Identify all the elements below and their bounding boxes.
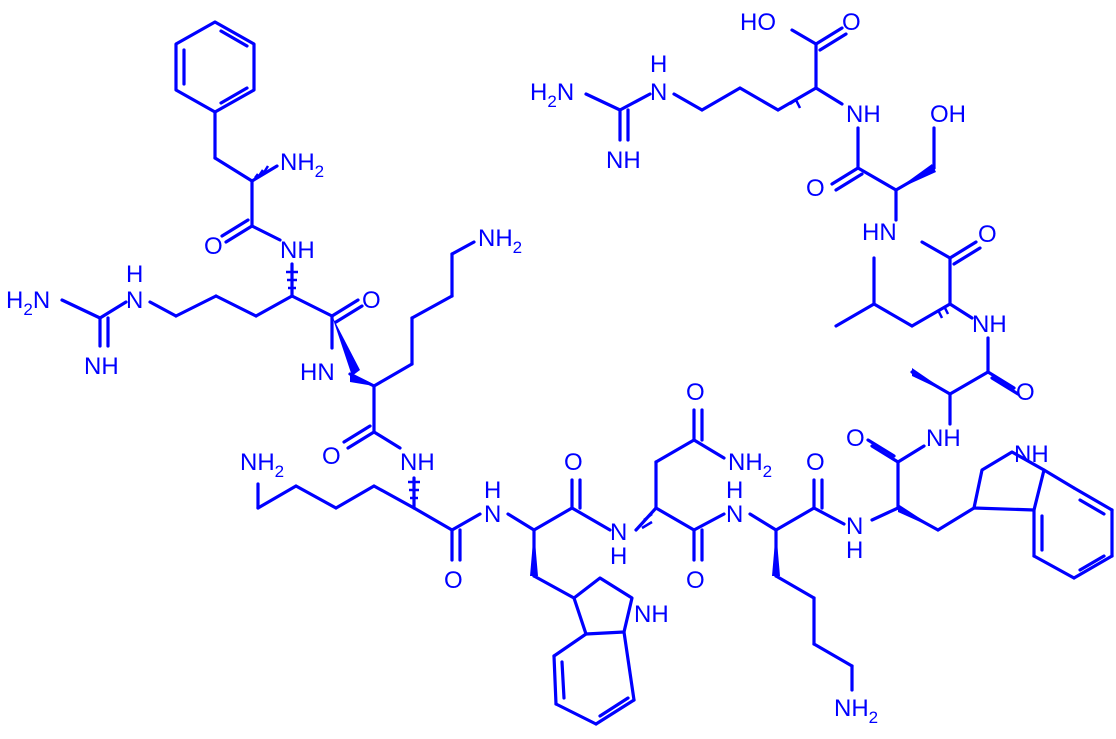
label-nh-ala-leu: NH: [972, 311, 1007, 338]
label-nh-phe-arg: NH: [280, 237, 315, 264]
label-nh-imine-arg12: NH: [606, 147, 641, 174]
label-nh-indole-trp8: NH: [1014, 441, 1049, 468]
label-nh2-asn: NH2: [728, 449, 772, 481]
label-h-arg1: H: [126, 261, 143, 288]
label-h2n-arg1: H2N: [6, 287, 50, 319]
label-o-ser: O: [806, 175, 825, 202]
label-ho-acid: HO: [740, 9, 776, 36]
hashed-bonds: [254, 98, 950, 530]
label-o-leu: O: [978, 221, 997, 248]
label-o-lys3: O: [322, 443, 341, 470]
label-h-asn-lys: H: [726, 477, 743, 504]
label-n-arg12: N: [650, 79, 667, 106]
label-o-lys7: O: [806, 449, 825, 476]
label-nh-trp-ala: NH: [926, 425, 961, 452]
label-nh2-lys4: NH2: [240, 449, 284, 481]
atom-labels: NH2 O NH H N H2N NH O HN NH2 O NH NH2 O …: [6, 9, 1049, 727]
label-o-lys4: O: [444, 567, 463, 594]
label-n-trp-asn: N: [610, 519, 627, 546]
label-o-phe: O: [204, 233, 223, 260]
label-oh-ser: OH: [930, 101, 966, 128]
label-hn-arg-lys: HN: [300, 359, 335, 386]
label-n-asn-lys: N: [726, 501, 743, 528]
label-o-trp5: O: [564, 449, 583, 476]
label-nh-indole-trp5: NH: [634, 601, 669, 628]
label-o-arg1: O: [362, 287, 381, 314]
label-o-ala: O: [1016, 379, 1035, 406]
label-h-lys-trp8: H: [846, 537, 863, 564]
label-n-lys-trp8: N: [846, 513, 863, 540]
label-o-asn: O: [686, 567, 705, 594]
stereo-bonds: [332, 164, 950, 576]
label-nh2-lys7: NH2: [834, 695, 878, 727]
label-n-arg1: N: [126, 287, 143, 314]
label-h-trp-asn: H: [610, 543, 627, 570]
label-hn-leu-ser: HN: [862, 219, 897, 246]
label-h-lys-trp: H: [484, 477, 501, 504]
label-n-lys-trp: N: [484, 501, 501, 528]
label-nh2-phe: NH2: [280, 149, 324, 181]
label-o-acid: O: [842, 9, 861, 36]
label-h2n-arg12: H2N: [530, 79, 574, 111]
label-nh-ser-arg: NH: [846, 101, 881, 128]
label-nh-imine-arg1: NH: [84, 353, 119, 380]
label-o-trp8: O: [846, 425, 865, 452]
label-nh2-lys3: NH2: [478, 225, 522, 257]
label-nh-lys-lys: NH: [400, 449, 435, 476]
label-h-arg12: H: [650, 51, 667, 78]
label-o-asn-side: O: [686, 379, 705, 406]
